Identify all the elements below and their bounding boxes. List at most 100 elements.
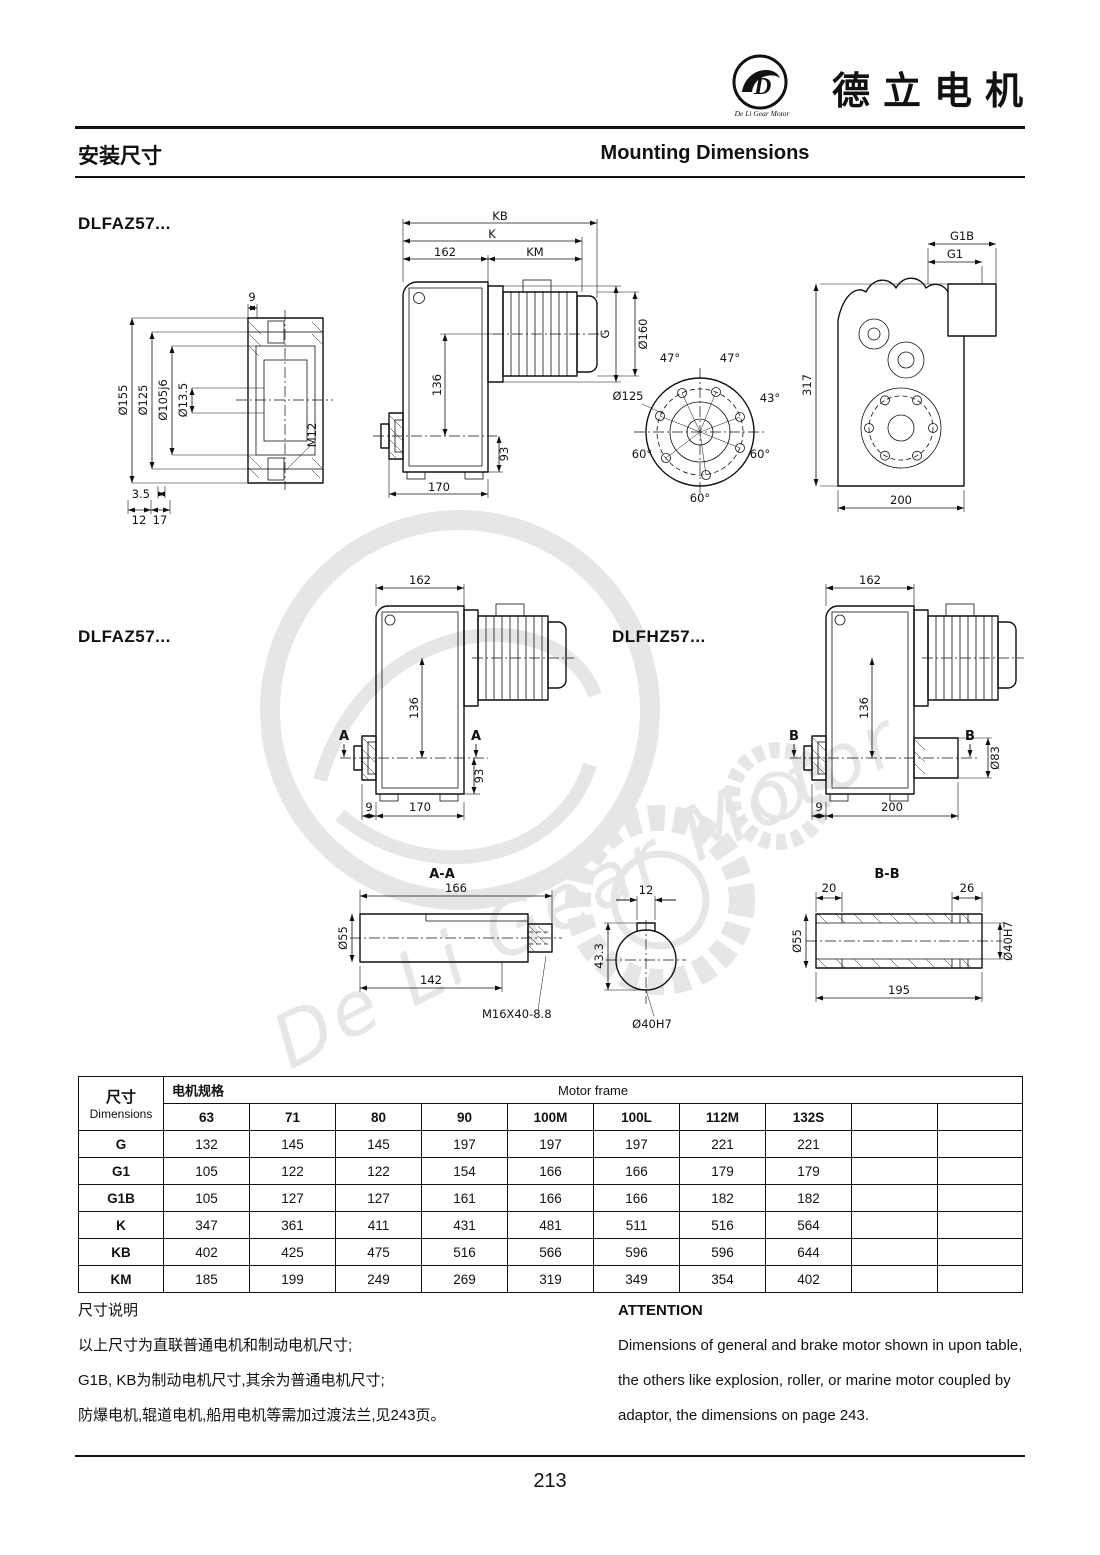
- title-rule: [75, 176, 1025, 178]
- dim-93: 93: [497, 447, 511, 462]
- dim-136: 136: [857, 697, 871, 719]
- dim-162: 162: [434, 245, 456, 259]
- dim-o125: Ø125: [136, 384, 150, 415]
- cell: 145: [249, 1130, 336, 1158]
- d2-dimensions: [361, 758, 480, 820]
- cell-empty: [851, 1211, 938, 1239]
- cell: 249: [335, 1265, 422, 1293]
- cell: 354: [679, 1265, 766, 1293]
- bb-dimensions: [803, 914, 1004, 1002]
- cell: 132: [163, 1130, 250, 1158]
- dim-166: 166: [445, 881, 467, 895]
- side-dimensions: [813, 283, 965, 512]
- d2-section-marks: [341, 744, 479, 757]
- model-label-3: DLFHZ57...: [612, 627, 706, 646]
- dim-km: KM: [526, 245, 543, 259]
- page-title-zh: 安装尺寸: [78, 145, 162, 168]
- drawing-dlfaz57-front-view: KB K 162 KM: [373, 209, 650, 498]
- dim-angle-47-left: 47°: [660, 351, 680, 365]
- table-row: G1B 105 127 127 161 166 166 182 182: [78, 1184, 1024, 1212]
- cell: 319: [507, 1265, 594, 1293]
- bb-dimensions-top: [815, 892, 983, 912]
- col-header: 132S: [765, 1103, 852, 1131]
- dim-317: 317: [800, 374, 814, 396]
- col-header-empty: [936, 1103, 1024, 1131]
- d2-gearbox: [375, 605, 465, 802]
- dim-o13-5: Ø13.5: [176, 383, 190, 418]
- cell: 425: [249, 1238, 336, 1266]
- drawing-dlfaz57-side-view: G1B G1 317 200: [800, 229, 997, 512]
- cell: 564: [765, 1211, 852, 1239]
- cell: 127: [335, 1184, 422, 1212]
- dim-g: G: [598, 330, 612, 339]
- dim-o40h7: Ø40H7: [1001, 921, 1015, 961]
- brand-logo: D De Li Gear Motor: [728, 52, 823, 127]
- dim-g1b: G1B: [950, 229, 974, 243]
- cell: 166: [507, 1184, 594, 1212]
- drawing-section-bb: B-B 20 26 Ø55 Ø40H7 195: [790, 867, 1015, 1002]
- table-row: K 347 361 411 431 481 511 516 564: [78, 1211, 1024, 1239]
- cell: 402: [163, 1238, 250, 1266]
- side-top-dimensions: [927, 241, 997, 284]
- cell: 197: [421, 1130, 508, 1158]
- page-title-en: Mounting Dimensions: [600, 142, 810, 164]
- section-mark-b-right: B: [965, 729, 975, 744]
- cell: 105: [163, 1157, 250, 1185]
- col-header: 100L: [593, 1103, 680, 1131]
- d3-section-marks: [791, 744, 973, 757]
- d3-hollow-shaft: [790, 735, 978, 781]
- dim-162: 162: [409, 573, 431, 587]
- cell-empty: [851, 1265, 938, 1293]
- aa-dimensions: [349, 914, 547, 1011]
- header-motor-en: Motor frame: [558, 1082, 629, 1098]
- section-mark-a-left: A: [339, 729, 349, 744]
- table-header-row-1: 尺寸 Dimensions 电机规格 Motor frame: [78, 1076, 1024, 1131]
- dim-k: K: [488, 227, 496, 241]
- cell: 161: [421, 1184, 508, 1212]
- col-header: 100M: [507, 1103, 594, 1131]
- hub-section-geometry: [236, 310, 333, 490]
- dim-12: 12: [639, 883, 654, 897]
- notes-zh-line: 防爆电机,辊道电机,船用电机等需加过渡法兰,见243页。: [78, 1407, 446, 1424]
- dim-93: 93: [472, 769, 486, 784]
- dim-9: 9: [248, 290, 255, 304]
- row-label: G: [78, 1130, 164, 1158]
- footer-rule: [75, 1455, 1025, 1457]
- drawing-keyed-bore: 12 43.3 Ø40H7: [592, 883, 686, 1031]
- front-right-dimensions: [503, 285, 639, 383]
- gearbox-outline: [402, 281, 489, 480]
- hub-dimension-lines: [127, 304, 311, 514]
- cell: 511: [593, 1211, 680, 1239]
- section-mark-a-right: A: [471, 729, 481, 744]
- d2-output-shaft: [340, 735, 488, 781]
- model-label-2: DLFAZ57...: [78, 627, 171, 646]
- dim-20: 20: [822, 881, 837, 895]
- drawing-dlfhz57-section-view: 162 B B: [789, 573, 1024, 820]
- section-mark-b-left: B: [789, 729, 799, 744]
- section-aa-title: A-A: [429, 867, 455, 882]
- cell: 185: [163, 1265, 250, 1293]
- dim-3-5: 3.5: [132, 487, 150, 501]
- dim-142: 142: [420, 973, 442, 987]
- cell: 221: [765, 1130, 852, 1158]
- table-row: G 132 145 145 197 197 197 221 221: [78, 1130, 1024, 1158]
- dim-43-3: 43.3: [592, 943, 606, 969]
- dim-162: 162: [859, 573, 881, 587]
- cell: 596: [679, 1238, 766, 1266]
- cell: 166: [593, 1184, 680, 1212]
- dim-o155: Ø155: [116, 384, 130, 415]
- cell-empty: [936, 1265, 1024, 1293]
- cell-empty: [936, 1238, 1024, 1266]
- drawing-dlfaz57-section-view: 162 A A: [339, 573, 574, 820]
- cell: 596: [593, 1238, 680, 1266]
- dim-g1: G1: [947, 247, 963, 261]
- dim-17: 17: [153, 513, 168, 527]
- drawing-section-aa: A-A 166 Ø55 142 M16X40-8.8: [336, 867, 562, 1021]
- housing-outline: [837, 277, 997, 487]
- cell: 122: [335, 1157, 422, 1185]
- cell: 154: [421, 1157, 508, 1185]
- header-motor-zh: 电机规格: [172, 1083, 225, 1099]
- dim-angle-60-bottom: 60°: [690, 491, 710, 505]
- notes-en-line: adaptor, the dimensions on page 243.: [618, 1407, 870, 1424]
